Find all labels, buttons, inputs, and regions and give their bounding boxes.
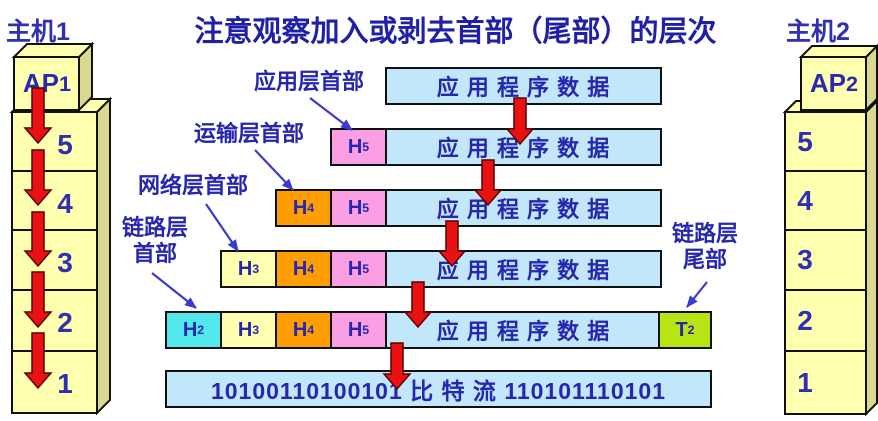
t2-text: T	[675, 318, 688, 341]
host2-layer-3: 3	[797, 244, 813, 275]
h5-text: H	[347, 135, 363, 158]
h4-sub: 4	[307, 323, 315, 337]
host2-ap-sub: 2	[846, 70, 859, 96]
host1-ap-text: AP	[22, 68, 60, 98]
h2-sub: 2	[197, 323, 205, 337]
h5-sub: 5	[362, 140, 370, 154]
row1-app-data-cell: 应 用 程 序 数 据	[385, 67, 662, 105]
t2-sub: 2	[687, 323, 695, 337]
host2-ap-text: AP	[809, 68, 847, 98]
h3-sub: 3	[252, 323, 260, 337]
host1-layer-3: 3	[57, 247, 73, 278]
host1-layer-5: 5	[57, 129, 73, 160]
link-header-line2: 首部	[132, 241, 177, 266]
host2-layer-2: 2	[797, 305, 813, 336]
network-header-callout: 网络层首部	[137, 173, 248, 198]
link-header-line1: 链路层	[121, 215, 188, 240]
h5-text: H	[347, 318, 363, 341]
h5-text: H	[347, 196, 363, 219]
host2-layer-4: 4	[797, 185, 813, 216]
row4-app-data-cell: 应 用 程 序 数 据	[385, 250, 662, 288]
host1-layer-1: 1	[57, 368, 73, 399]
host2-layer-5: 5	[797, 126, 813, 157]
h5-sub: 5	[362, 201, 370, 215]
link-trailer-line2: 尾部	[682, 247, 727, 272]
h5-sub: 5	[362, 262, 370, 276]
h4-sub: 4	[307, 262, 315, 276]
link-header-callout: 链路层 首部	[103, 215, 207, 267]
h4-sub: 4	[307, 201, 315, 215]
h4-text: H	[292, 318, 308, 341]
host2-stack	[782, 43, 878, 417]
h4-text: H	[292, 196, 308, 219]
host1-layer-2: 2	[57, 307, 73, 338]
row5-app-data-cell: 应 用 程 序 数 据	[385, 311, 662, 349]
page-title: 注意观察加入或剥去首部（尾部）的层次	[194, 16, 717, 48]
bitstream-box: 10100110100101 比 特 流 110101110101	[165, 370, 712, 408]
host1-layer-4: 4	[57, 188, 73, 219]
application-header-callout: 应用层首部	[253, 69, 364, 94]
h4-text: H	[292, 257, 308, 280]
h3-sub: 3	[252, 262, 260, 276]
transport-header-callout: 运输层首部	[193, 121, 304, 146]
host1-name: 主机1	[6, 18, 70, 46]
host2-layer-1: 1	[797, 367, 813, 398]
h5-sub: 5	[362, 323, 370, 337]
h3-text: H	[237, 318, 253, 341]
row2-app-data-cell: 应 用 程 序 数 据	[385, 128, 662, 166]
host2-name: 主机2	[786, 18, 850, 46]
h2-text: H	[182, 318, 198, 341]
link-trailer-line1: 链路层	[671, 221, 738, 246]
row3-app-data-cell: 应 用 程 序 数 据	[385, 189, 662, 227]
h3-text: H	[237, 257, 253, 280]
host1-ap-sub: 1	[59, 70, 72, 96]
h5-text: H	[347, 257, 363, 280]
link-trailer-callout: 链路层 尾部	[653, 221, 757, 273]
